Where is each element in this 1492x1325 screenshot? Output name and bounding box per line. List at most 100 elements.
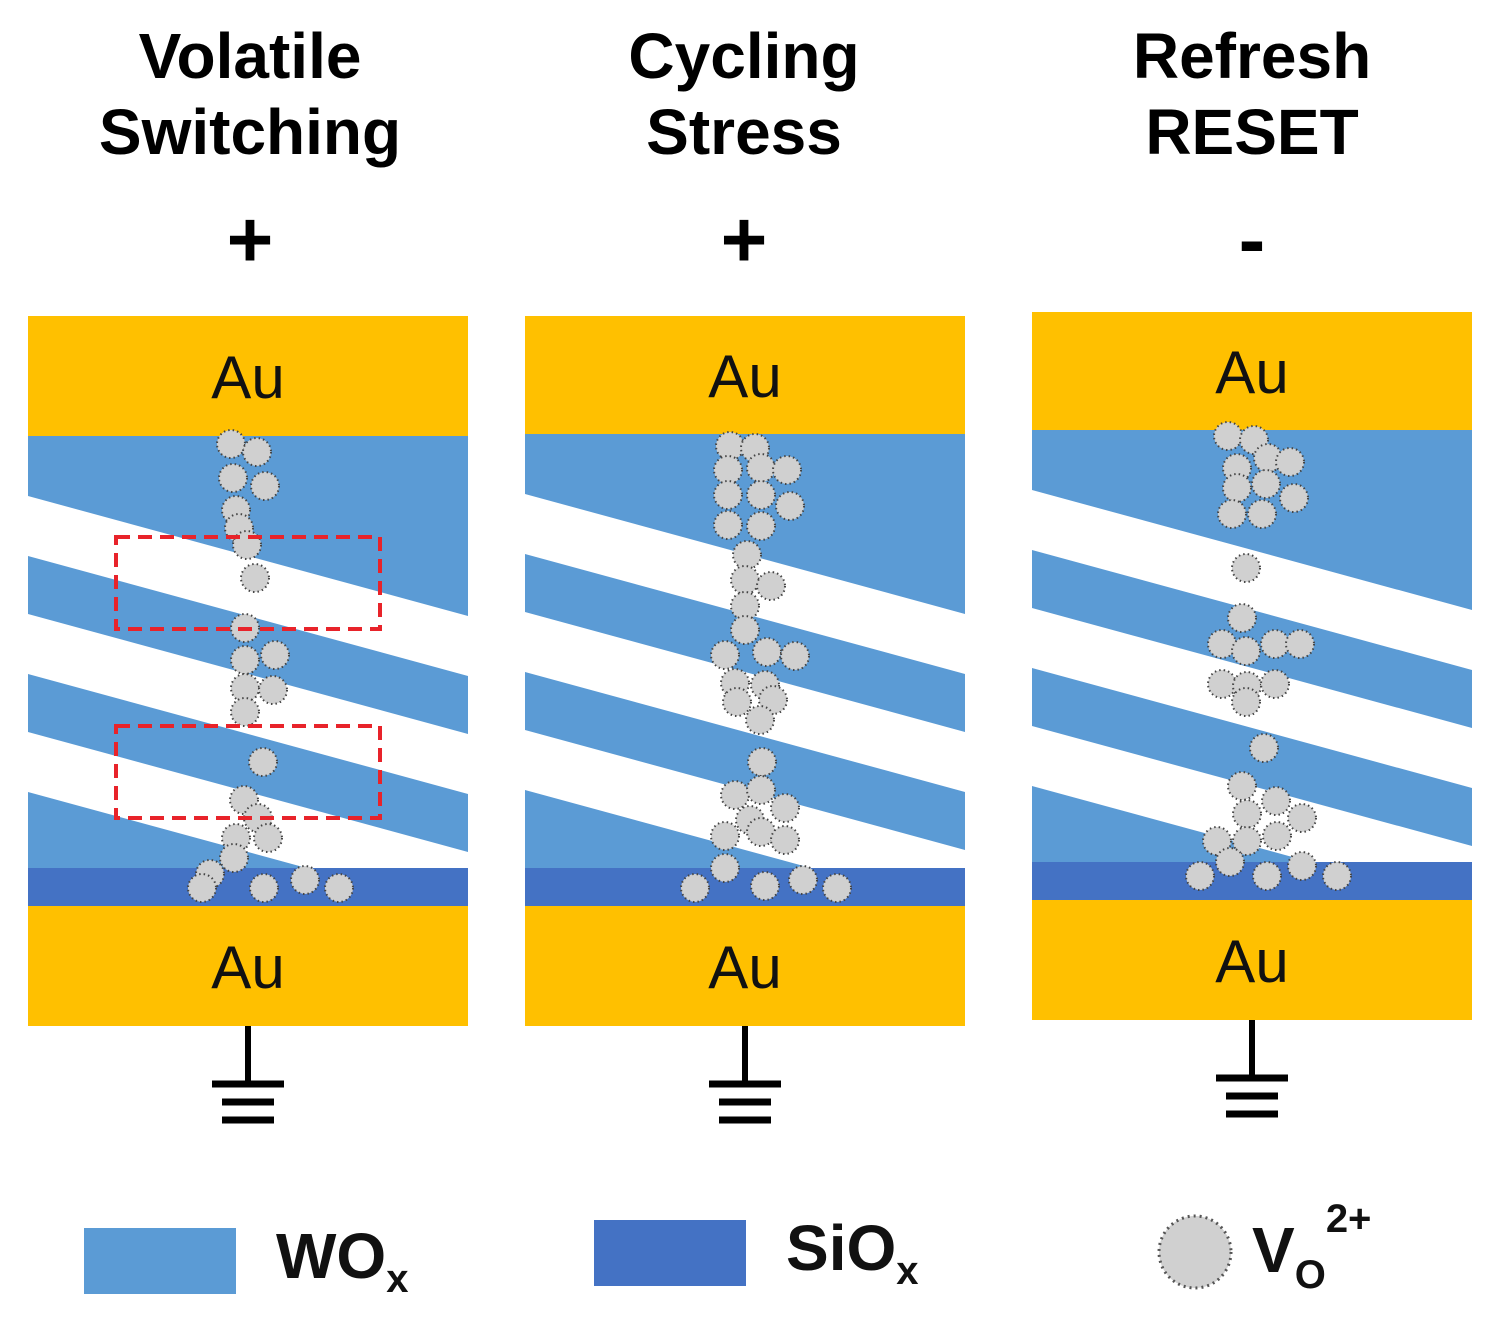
oxygen-vacancy bbox=[1275, 447, 1305, 477]
legend: WOx SiOx VO2+ bbox=[84, 1197, 1371, 1301]
oxygen-vacancy bbox=[772, 455, 802, 485]
oxygen-vacancy bbox=[1222, 473, 1252, 503]
bottom-electrode-label: Au bbox=[708, 934, 781, 1001]
bottom-electrode bbox=[1032, 900, 1472, 1020]
oxygen-vacancy bbox=[230, 645, 260, 675]
oxygen-vacancy bbox=[242, 437, 272, 467]
oxygen-vacancy bbox=[746, 480, 776, 510]
oxygen-vacancy bbox=[746, 775, 776, 805]
oxygen-vacancy bbox=[187, 873, 217, 903]
oxygen-vacancy bbox=[250, 471, 280, 501]
top-electrode bbox=[28, 316, 468, 436]
legend-siox-sub: x bbox=[896, 1249, 918, 1293]
oxygen-vacancy bbox=[720, 780, 750, 810]
oxygen-vacancy bbox=[218, 463, 248, 493]
oxygen-vacancy bbox=[746, 453, 776, 483]
oxygen-vacancy bbox=[713, 480, 743, 510]
oxygen-vacancy bbox=[324, 873, 354, 903]
legend-wox-swatch bbox=[84, 1228, 236, 1294]
panel-2-title-line2: Stress bbox=[646, 96, 842, 168]
oxygen-vacancy bbox=[1232, 826, 1262, 856]
oxygen-vacancy bbox=[1252, 861, 1282, 891]
siox-layer bbox=[1032, 862, 1472, 900]
bottom-electrode-label: Au bbox=[1215, 928, 1288, 995]
oxygen-vacancy bbox=[1279, 483, 1309, 513]
filament-gap-highlight bbox=[114, 724, 382, 820]
oxygen-vacancy bbox=[216, 429, 246, 459]
top-electrode bbox=[1032, 312, 1472, 430]
oxygen-vacancy bbox=[1261, 786, 1291, 816]
oxygen-vacancy bbox=[788, 865, 818, 895]
oxygen-vacancy bbox=[750, 871, 780, 901]
oxygen-vacancy bbox=[1251, 469, 1281, 499]
panel-1-polarity: + bbox=[226, 195, 274, 284]
panel-1-title: Volatile Switching bbox=[30, 18, 470, 170]
panel-1-title-line1: Volatile bbox=[138, 20, 362, 92]
oxygen-vacancy bbox=[747, 747, 777, 777]
oxygen-vacancy bbox=[1262, 821, 1292, 851]
oxygen-vacancy bbox=[230, 697, 260, 727]
oxygen-vacancy bbox=[1217, 499, 1247, 529]
oxygen-vacancy bbox=[730, 591, 760, 621]
oxygen-vacancy bbox=[1227, 771, 1257, 801]
oxygen-vacancy bbox=[745, 705, 775, 735]
legend-vo-label: VO2+ bbox=[1252, 1197, 1371, 1297]
oxygen-vacancy bbox=[710, 640, 740, 670]
top-electrode-label: Au bbox=[1215, 339, 1288, 406]
oxygen-vacancy bbox=[746, 511, 776, 541]
legend-wox-label: WOx bbox=[276, 1220, 408, 1301]
ground-icon bbox=[709, 1026, 781, 1124]
oxygen-vacancy bbox=[230, 673, 260, 703]
oxygen-vacancy bbox=[290, 865, 320, 895]
oxygen-vacancy bbox=[822, 873, 852, 903]
oxygen-vacancy bbox=[260, 640, 290, 670]
top-electrode bbox=[525, 316, 965, 434]
panel-1-title-line2: Switching bbox=[98, 96, 402, 168]
top-electrode-label: Au bbox=[211, 344, 284, 411]
top-electrode-label: Au bbox=[708, 343, 781, 410]
oxygen-vacancy bbox=[1207, 669, 1237, 699]
oxygen-vacancy bbox=[730, 565, 760, 595]
legend-vacancy-icon bbox=[1157, 1214, 1233, 1290]
oxygen-vacancy bbox=[756, 571, 786, 601]
oxygen-vacancy bbox=[730, 615, 760, 645]
bottom-electrode-label: Au bbox=[211, 934, 284, 1001]
filament-gap-highlight bbox=[114, 535, 382, 631]
legend-siox-label: SiOx bbox=[786, 1212, 919, 1293]
panel-2-title: Cycling Stress bbox=[524, 18, 964, 170]
oxygen-vacancy bbox=[1231, 553, 1261, 583]
legend-vo-main: V bbox=[1252, 1214, 1295, 1286]
bottom-electrode bbox=[28, 906, 468, 1026]
legend-wox-main: WO bbox=[276, 1220, 386, 1292]
siox-layer bbox=[525, 868, 965, 906]
oxygen-vacancy bbox=[722, 687, 752, 717]
oxygen-vacancy bbox=[1322, 861, 1352, 891]
oxygen-vacancy bbox=[713, 510, 743, 540]
oxygen-vacancy bbox=[780, 641, 810, 671]
panel-3-title-line2: RESET bbox=[1145, 96, 1359, 168]
oxygen-vacancy bbox=[752, 637, 782, 667]
oxygen-vacancy bbox=[775, 491, 805, 521]
oxygen-vacancy bbox=[1260, 669, 1290, 699]
panel-2-polarity: + bbox=[720, 195, 768, 284]
oxygen-vacancy bbox=[1231, 687, 1261, 717]
oxygen-vacancy bbox=[249, 873, 279, 903]
oxygen-vacancy bbox=[253, 823, 283, 853]
legend-siox-swatch bbox=[594, 1220, 746, 1286]
oxygen-vacancy bbox=[1232, 799, 1262, 829]
bottom-electrode bbox=[525, 906, 965, 1026]
oxygen-vacancy bbox=[680, 873, 710, 903]
oxygen-vacancy bbox=[1213, 421, 1243, 451]
oxygen-vacancy bbox=[1249, 733, 1279, 763]
panel-3-title-line1: Refresh bbox=[1132, 20, 1372, 92]
oxygen-vacancy bbox=[713, 455, 743, 485]
oxygen-vacancy bbox=[1215, 847, 1245, 877]
oxygen-vacancy bbox=[240, 563, 270, 593]
oxygen-vacancy bbox=[1185, 861, 1215, 891]
panel-2-wox-layer bbox=[525, 434, 965, 868]
oxygen-vacancy bbox=[1247, 499, 1277, 529]
